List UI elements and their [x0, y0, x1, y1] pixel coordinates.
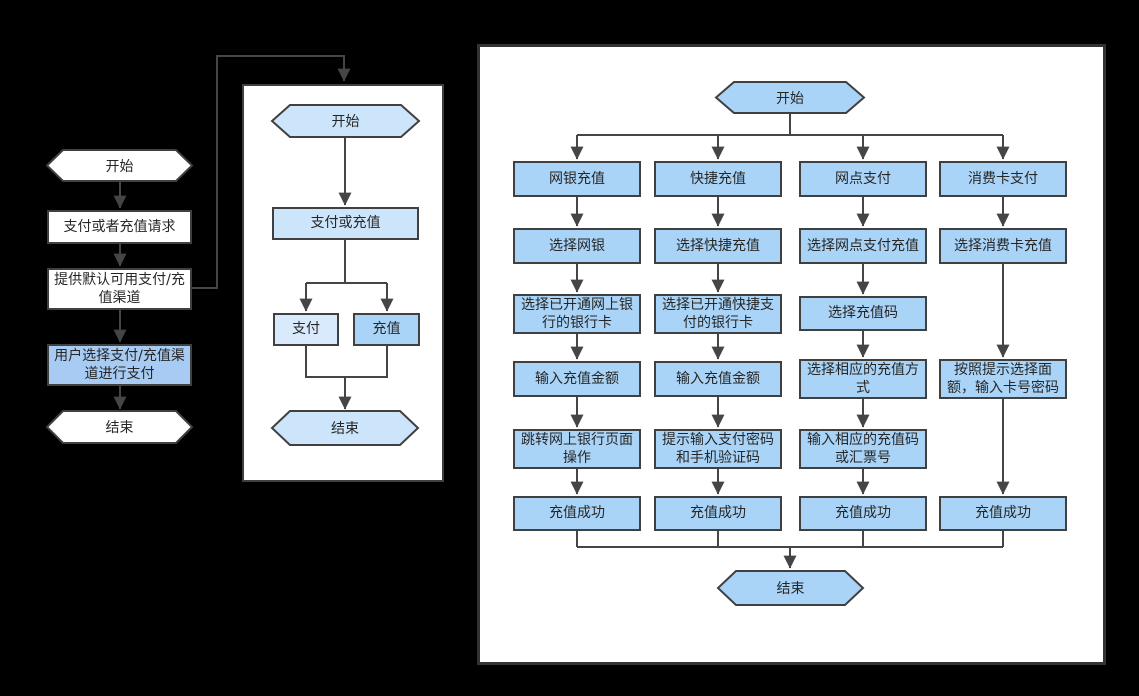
col4-step-2: 选择消费卡充值 — [939, 228, 1067, 264]
col2-step-4: 输入充值金额 — [654, 361, 782, 397]
left-step-default-channels: 提供默认可用支付/充值渠道 — [47, 268, 192, 310]
middle-start-label: 开始 — [331, 114, 360, 130]
col3-step-2: 选择网点支付充值 — [799, 228, 927, 264]
col2-step-5: 提示输入支付密码和手机验证码 — [654, 429, 782, 469]
col1-step-2: 选择网银 — [513, 228, 641, 264]
col1-step-success: 充值成功 — [513, 496, 641, 531]
col2-step-success: 充值成功 — [654, 496, 782, 531]
col4-step-1: 消费卡支付 — [939, 161, 1067, 197]
middle-branch-recharge: 充值 — [353, 313, 420, 346]
col3-step-4: 选择相应的充值方式 — [799, 359, 927, 399]
left-start-label: 开始 — [105, 158, 134, 175]
col3-step-5: 输入相应的充值码或汇票号 — [799, 429, 927, 469]
right-start-label: 开始 — [776, 90, 804, 107]
col4-step-success: 充值成功 — [939, 496, 1067, 531]
col1-step-4: 输入充值金额 — [513, 361, 641, 397]
middle-step-pay-or-recharge: 支付或充值 — [272, 207, 419, 240]
col3-step-success: 充值成功 — [799, 496, 927, 531]
left-end-label: 结束 — [105, 420, 134, 436]
middle-branch-pay: 支付 — [273, 313, 339, 346]
col2-step-1: 快捷充值 — [654, 161, 782, 197]
left-step-payment-request: 支付或者充值请求 — [47, 210, 192, 244]
col1-step-5: 跳转网上银行页面操作 — [513, 429, 641, 469]
right-end-label: 结束 — [776, 581, 805, 597]
col2-step-2: 选择快捷充值 — [654, 228, 782, 264]
col1-step-3: 选择已开通网上银行的银行卡 — [513, 294, 641, 334]
col1-step-1: 网银充值 — [513, 161, 641, 197]
col3-step-3: 选择充值码 — [799, 296, 927, 331]
col4-step-3: 按照提示选择面额，输入卡号密码 — [939, 359, 1067, 399]
col3-step-1: 网点支付 — [799, 161, 927, 197]
middle-end-label: 结束 — [331, 421, 359, 437]
left-step-user-selects-channel: 用户选择支付/充值渠道进行支付 — [47, 344, 192, 386]
col2-step-3: 选择已开通快捷支付的银行卡 — [654, 294, 782, 334]
